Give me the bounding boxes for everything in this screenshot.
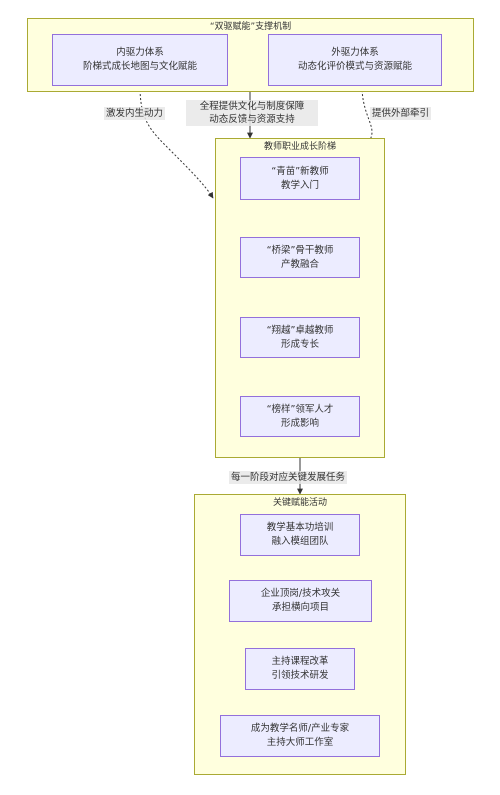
- edge-label-guarantee-line2: 动态反馈与资源支持: [209, 114, 295, 125]
- node-activity-curriculum-reform[interactable]: 主持课程改革 引领技术研发: [245, 648, 355, 690]
- edge-label-guarantee-line1: 全程提供文化与制度保障: [199, 101, 305, 112]
- node-internal-drive[interactable]: 内驱力体系 阶梯式成长地图与文化赋能: [52, 34, 228, 86]
- stage-bridge-desc: 产教融合: [280, 258, 319, 270]
- cluster-title-ladder: 教师职业成长阶梯: [263, 142, 336, 152]
- stage-bridge-title: “桥梁”骨干教师: [266, 244, 334, 256]
- stage-role-model-title: “榜样”领军人才: [266, 403, 334, 415]
- activity-enterprise-title: 企业顶岗/技术攻关: [260, 588, 341, 599]
- node-stage-role-model[interactable]: “榜样”领军人才 形成影响: [240, 396, 360, 437]
- activity-basic-training-desc: 融入模组团队: [271, 536, 329, 547]
- node-external-drive[interactable]: 外驱力体系 动态化评价模式与资源赋能: [268, 34, 442, 86]
- activity-curriculum-reform-desc: 引领技术研发: [271, 670, 329, 681]
- node-external-drive-desc: 动态化评价模式与资源赋能: [297, 61, 412, 72]
- node-stage-bridge[interactable]: “桥梁”骨干教师 产教融合: [240, 237, 360, 278]
- node-activity-master-teacher[interactable]: 成为教学名师/产业专家 主持大师工作室: [220, 715, 380, 757]
- node-internal-drive-title: 内驱力体系: [116, 47, 164, 58]
- edge-label-stage-tasks: 每一阶段对应关键发展任务: [229, 471, 348, 484]
- node-activity-basic-training[interactable]: 教学基本功培训 融入模组团队: [240, 514, 360, 556]
- activity-curriculum-reform-title: 主持课程改革: [271, 656, 329, 667]
- stage-seedling-title: “青苗”新教师: [271, 165, 329, 177]
- node-stage-soaring[interactable]: “翔越”卓越教师 形成专长: [240, 317, 360, 358]
- activity-master-teacher-title: 成为教学名师/产业专家: [250, 723, 350, 734]
- node-activity-enterprise[interactable]: 企业顶岗/技术攻关 承担横向项目: [229, 580, 372, 622]
- node-stage-seedling[interactable]: “青苗”新教师 教学入门: [240, 157, 360, 200]
- stage-seedling-desc: 教学入门: [280, 179, 319, 191]
- stage-soaring-desc: 形成专长: [280, 338, 319, 350]
- activity-enterprise-desc: 承担横向项目: [271, 602, 329, 613]
- stage-role-model-desc: 形成影响: [280, 417, 319, 429]
- stage-soaring-title: “翔越”卓越教师: [266, 324, 334, 336]
- cluster-title-mechanism: “双驱赋能”支撑机制: [209, 22, 292, 32]
- node-internal-drive-desc: 阶梯式成长地图与文化赋能: [82, 61, 197, 72]
- cluster-title-activities: 关键赋能活动: [272, 498, 327, 508]
- activity-master-teacher-desc: 主持大师工作室: [266, 737, 334, 748]
- edge-label-internal-motivation: 激发内生动力: [104, 107, 166, 120]
- edge-label-external-pull: 提供外部牵引: [370, 107, 432, 120]
- activity-basic-training-title: 教学基本功培训: [266, 522, 334, 533]
- node-external-drive-title: 外驱力体系: [331, 47, 379, 58]
- edge-label-guarantee: 全程提供文化与制度保障 动态反馈与资源支持: [186, 100, 318, 126]
